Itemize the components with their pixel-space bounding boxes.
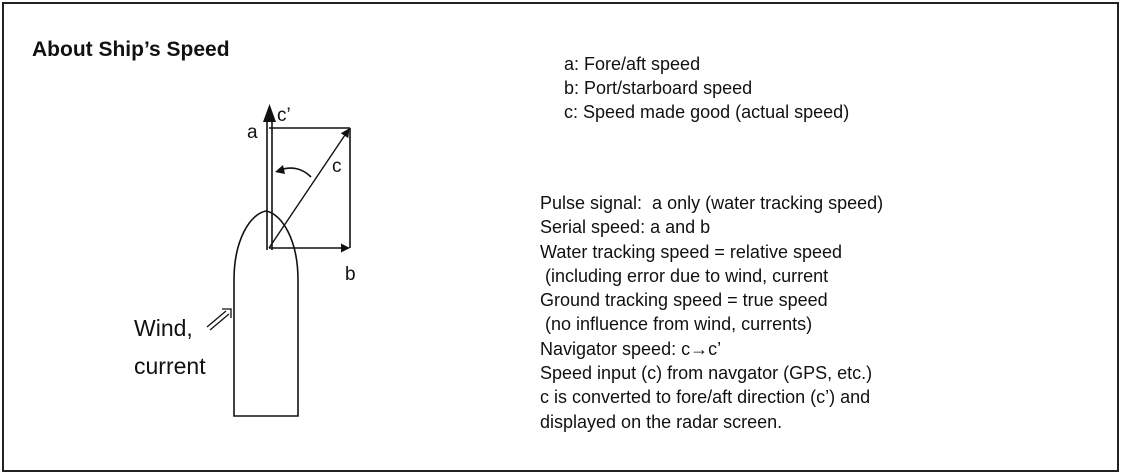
note-line: (including error due to wind, current (540, 265, 829, 286)
label-c: c (332, 156, 342, 177)
note-line: Navigator speed: c→c’ (540, 338, 722, 359)
wind-label-line1: Wind, (134, 315, 193, 341)
label-a: a (247, 122, 258, 143)
label-c-prime: c’ (277, 105, 291, 126)
wind-arrow-head (222, 308, 232, 318)
note-line: Ground tracking speed = true speed (540, 290, 828, 311)
speed-notes: Pulse signal: a only (water tracking spe… (540, 191, 883, 434)
legend-item-c: c: Speed made good (actual speed) (564, 102, 850, 122)
note-line: c is converted to fore/aft direction (c’… (540, 387, 871, 408)
speed-made-good-vector-c (268, 128, 350, 249)
legend-item-a: a: Fore/aft speed (564, 54, 701, 74)
note-line: Speed input (c) from navgator (GPS, etc.… (540, 363, 873, 384)
note-line: Serial speed: a and b (540, 217, 711, 238)
wind-arrow-shaft-1 (206, 310, 227, 328)
figure-title: About Ship’s Speed (32, 38, 230, 61)
note-line: (no influence from wind, currents) (540, 314, 813, 335)
note-line: Pulse signal: a only (water tracking spe… (540, 193, 884, 213)
wind-arrow-shaft-2 (209, 313, 230, 331)
note-line: Water tracking speed = relative speed (540, 241, 842, 262)
note-line: displayed on the radar screen. (540, 411, 783, 432)
label-b: b (345, 264, 356, 285)
wind-label-line2: current (134, 353, 206, 379)
conversion-arc-arrowhead (275, 165, 285, 174)
legend-item-b: b: Port/starboard speed (564, 78, 753, 98)
vector-legend: a: Fore/aft speed b: Port/starboard spee… (564, 52, 849, 124)
ship-hull (233, 210, 299, 417)
fore-aft-arrowhead (263, 104, 276, 122)
